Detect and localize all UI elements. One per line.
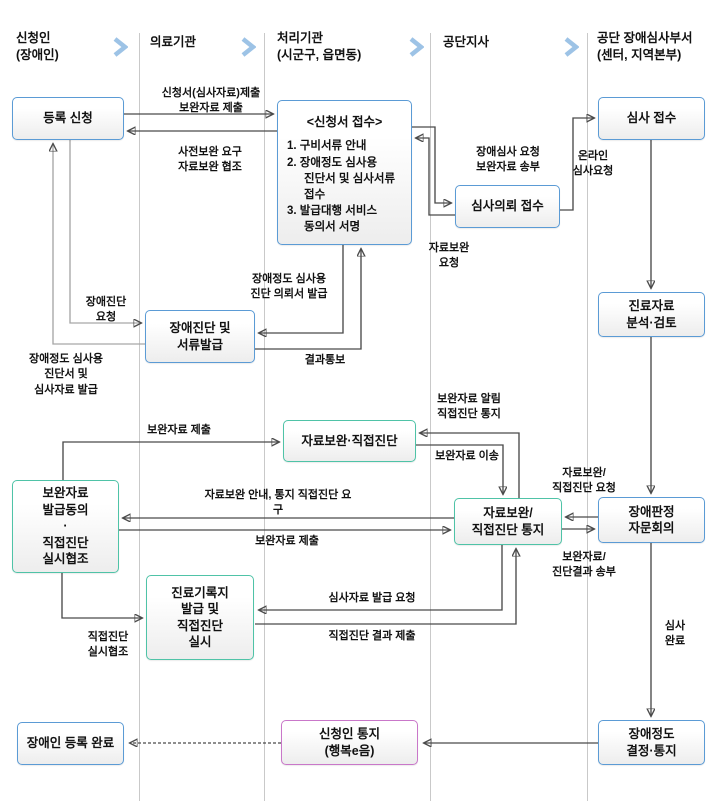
- edge-label-submit-application: 신청서(심사자료)제출 보완자료 제출: [161, 87, 261, 115]
- edge-label-review-complete: 심사 완료: [664, 620, 686, 648]
- lane-divider: [139, 33, 140, 801]
- edge-label-direct-exam-cooperation: 직접진단 실시협조: [87, 631, 129, 659]
- node-application-intake-title: <신청서 접수>: [306, 115, 383, 129]
- lane-header-applicant: 신청인 (장애인): [16, 31, 59, 62]
- lane-divider: [587, 33, 588, 801]
- edge-label-diagnosis-request: 장애진단 요청: [85, 296, 127, 324]
- lane-header-branch: 공단지사: [443, 35, 490, 49]
- lane-header-medical: 의료기관: [150, 35, 197, 49]
- node-registration-complete: 장애인 등록 완료: [17, 722, 124, 765]
- chevron-right-icon: [408, 37, 425, 57]
- edge-label-supplement-submit-lower: 보완자료 제출: [255, 535, 319, 547]
- lane-header-processing: 처리기관 (시군구, 읍면동): [277, 31, 362, 62]
- edge-label-supplement-direct-request: 자료보완/ 직접진단 요청: [552, 467, 616, 495]
- edge-label-result-notice: 결과통보: [304, 354, 346, 366]
- edge-label-data-supplement-request: 자료보완 요청: [428, 242, 470, 270]
- node-medical-record-issue: 진료기록지 발급 및 직접진단 실시: [146, 575, 254, 660]
- node-register-application: 등록 신청: [12, 97, 124, 140]
- edge-label-review-request: 장애심사 요청 보완자료 송부: [476, 146, 540, 174]
- edge-label-direct-exam-result: 직접진단 결과 제출: [328, 630, 416, 642]
- node-supplement-notice: 자료보완/ 직접진단 통지: [454, 498, 562, 545]
- edge-label-review-data-issue-request: 심사자료 발급 요청: [328, 592, 416, 604]
- node-disability-diagnosis: 장애진단 및 서류발급: [145, 310, 255, 363]
- edge-label-supplement-result-send: 보완자료/ 진단결과 송부: [552, 551, 616, 579]
- edge-label-supplement-guide: 자료보완 안내, 통지 직접진단 요구: [204, 489, 352, 517]
- node-supplement-direct-exam: 자료보완·직접진단: [283, 420, 416, 462]
- chevron-right-icon: [563, 37, 580, 57]
- chevron-right-icon: [240, 37, 257, 57]
- lane-divider: [264, 33, 265, 801]
- node-review-intake: 심사 접수: [598, 97, 705, 140]
- lane-header-review-dept: 공단 장애심사부서 (센터, 지역본부): [597, 31, 693, 62]
- edge-label-supplement-alert: 보완자료 알림 직접진단 통지: [437, 393, 501, 421]
- edge-label-issue-referral: 장애정도 심사용 진단 의뢰서 발급: [250, 273, 328, 301]
- node-judgment-council: 장애판정 자문회의: [598, 497, 705, 543]
- intake-item: 3. 발급대행 서비스 동의서 서명: [287, 205, 378, 234]
- node-application-intake: <신청서 접수> 1. 구비서류 안내 2. 장애정도 심사용 진단서 및 심사…: [277, 100, 412, 245]
- node-medical-data-analysis: 진료자료 분석·검토: [598, 292, 705, 337]
- node-applicant-notice: 신청인 통지 (행복e음): [281, 720, 418, 765]
- edge-label-issue-documents: 장애정도 심사용 진단서 및 심사자료 발급: [29, 353, 103, 396]
- node-decision-notice: 장애정도 결정·통지: [598, 720, 705, 765]
- edge-label-online-review-request: 온라인 심사요청: [572, 150, 614, 178]
- edge-label-supplement-transfer: 보완자료 이송: [435, 450, 499, 462]
- edge-label-pre-supplement: 사전보완 요구 자료보완 협조: [178, 146, 242, 174]
- lane-divider: [430, 33, 431, 801]
- intake-item: 1. 구비서류 안내: [287, 140, 367, 152]
- edge-label-supplement-submit-upper: 보완자료 제출: [147, 424, 211, 436]
- intake-item: 2. 장애정도 심사용 진단서 및 심사서류 접수: [287, 156, 396, 201]
- node-consent-cooperation: 보완자료 발급동의 · 직접진단 실시협조: [12, 480, 119, 573]
- node-review-request-intake: 심사의뢰 접수: [455, 185, 560, 228]
- chevron-right-icon: [112, 37, 129, 57]
